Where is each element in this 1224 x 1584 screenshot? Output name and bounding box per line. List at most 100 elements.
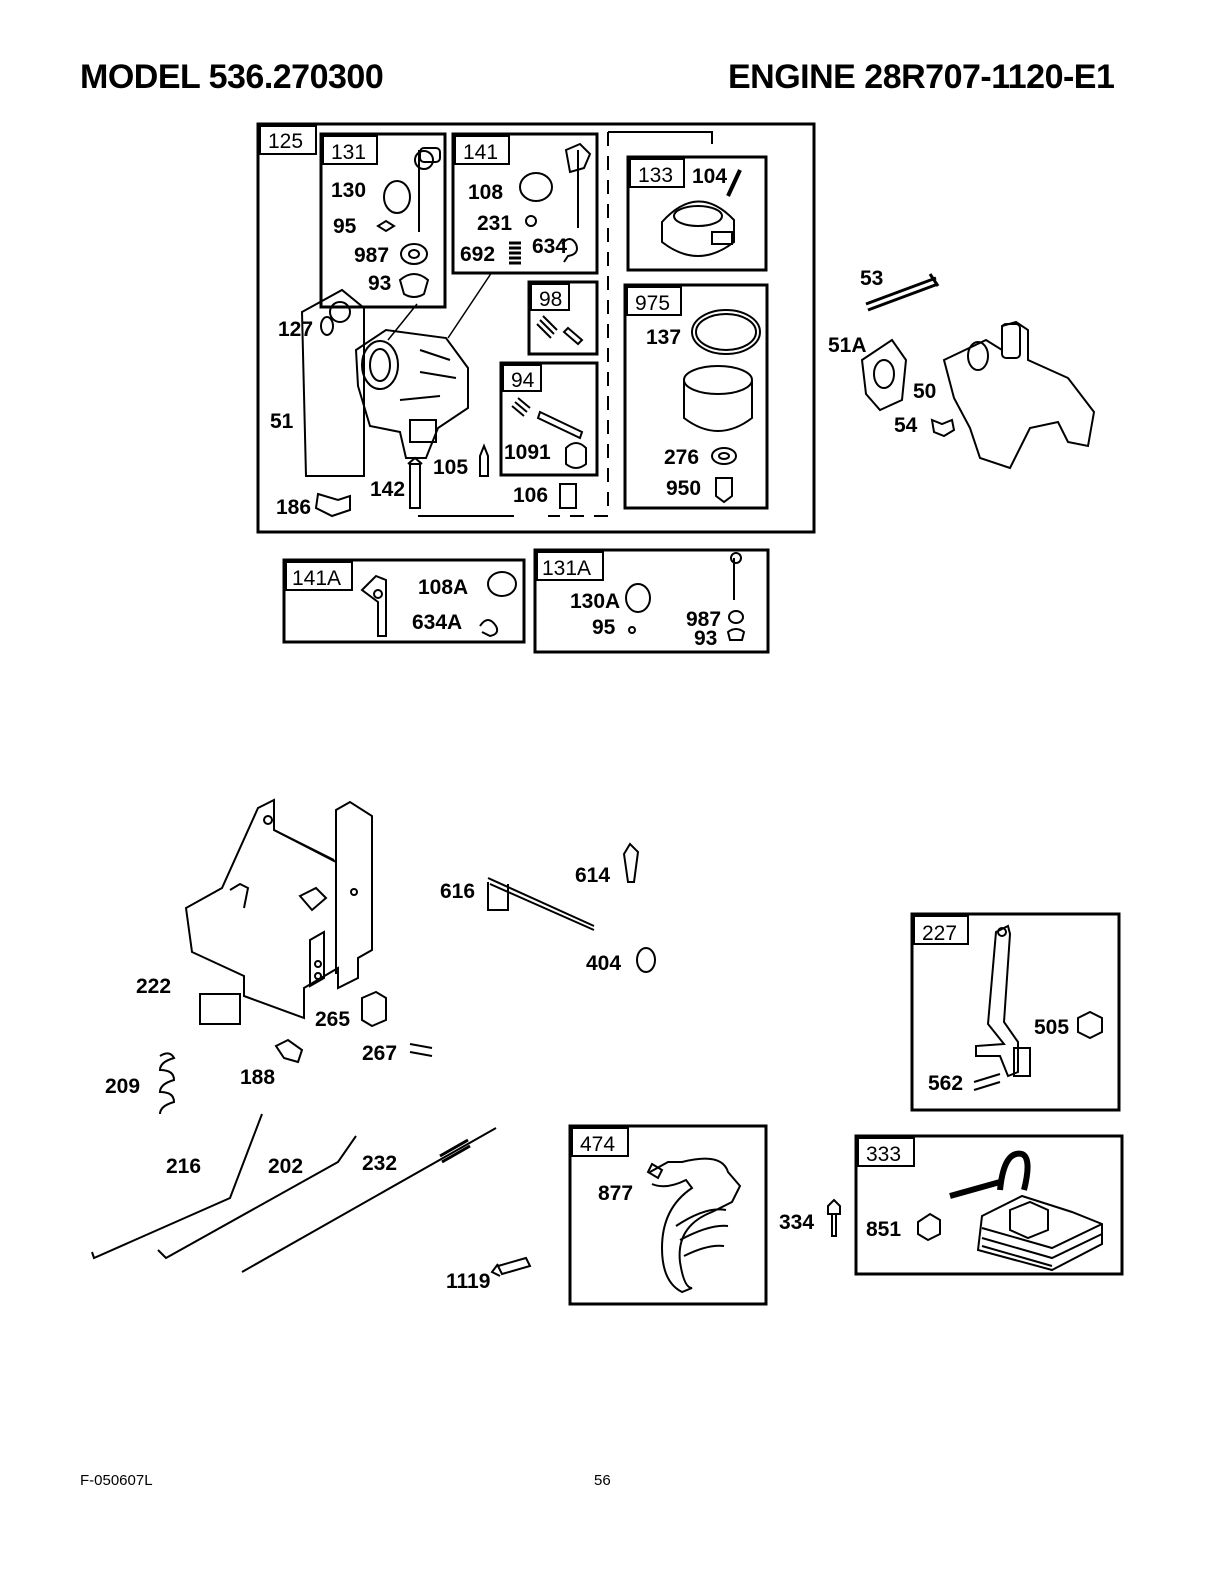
clip-icon xyxy=(479,619,499,638)
throttle-plate-icon xyxy=(383,180,411,214)
box-133 xyxy=(626,155,768,272)
part-634-label: 634 xyxy=(532,235,567,258)
part-51A-label: 51A xyxy=(828,334,867,357)
leader-line xyxy=(447,271,493,339)
part-104-label: 104 xyxy=(692,165,727,188)
screw-icon xyxy=(827,1198,841,1237)
box-125-tab xyxy=(259,125,317,155)
clip-icon xyxy=(561,238,578,263)
throttle-plate-icon xyxy=(625,583,651,613)
part-93b-label: 93 xyxy=(694,627,717,650)
seal-icon xyxy=(728,610,744,624)
part-222-label: 222 xyxy=(136,975,171,998)
part-276-label: 276 xyxy=(664,446,699,469)
part-54-label: 54 xyxy=(894,414,918,437)
box-227 xyxy=(910,912,1121,1112)
box-975-label: 975 xyxy=(635,292,670,315)
nut-icon xyxy=(1077,1010,1103,1040)
part-95b-label: 95 xyxy=(592,616,616,639)
box-975-tab xyxy=(626,286,682,316)
part-232-label: 232 xyxy=(362,1152,397,1175)
governor-rod-icon xyxy=(91,1113,263,1260)
part-987b-label: 987 xyxy=(686,608,721,631)
screw-icon xyxy=(376,219,396,233)
part-334-label: 334 xyxy=(779,1211,814,1234)
washer-icon xyxy=(711,447,737,465)
pin-icon xyxy=(726,169,742,197)
bolt-icon xyxy=(973,1073,1001,1091)
choke-shaft-icon xyxy=(360,574,387,637)
part-505-label: 505 xyxy=(1034,1016,1069,1039)
bushing-icon xyxy=(559,483,577,509)
part-877-label: 877 xyxy=(598,1182,633,1205)
part-53-label: 53 xyxy=(860,267,883,290)
box-333-tab xyxy=(857,1137,915,1167)
float-icon xyxy=(661,200,735,257)
box-141A-tab xyxy=(285,561,353,591)
screw-icon xyxy=(490,1256,532,1277)
o-ring-icon xyxy=(320,316,334,336)
gasket-hole-icon xyxy=(329,301,351,323)
part-1119-label: 1119 xyxy=(446,1270,490,1293)
box-131A xyxy=(533,548,770,654)
manifold-gasket-icon xyxy=(860,338,908,412)
ignition-armature-icon xyxy=(646,1157,742,1294)
needle-icon xyxy=(536,410,584,440)
box-131 xyxy=(319,132,447,309)
cable-icon xyxy=(241,1127,497,1273)
spring-icon xyxy=(509,241,521,265)
part-186-label: 186 xyxy=(276,496,311,519)
throttle-shaft-icon xyxy=(414,147,441,232)
box-975 xyxy=(623,283,769,510)
part-614-label: 614 xyxy=(575,864,610,887)
seal-icon xyxy=(400,243,428,265)
part-950-label: 950 xyxy=(666,477,701,500)
spring-icon xyxy=(536,315,558,339)
part-108-label: 108 xyxy=(468,181,503,204)
valve-icon xyxy=(565,442,587,469)
part-216-label: 216 xyxy=(166,1155,201,1178)
bracket-tab-icon xyxy=(487,882,509,911)
box-133-tab xyxy=(629,158,685,188)
part-1091-label: 1091 xyxy=(504,441,551,464)
box-125-label: 125 xyxy=(268,130,303,153)
bolt-icon xyxy=(930,418,956,438)
box-133-label: 133 xyxy=(638,164,673,187)
ignition-coil-icon xyxy=(949,1150,1103,1272)
choke-shaft-icon xyxy=(564,142,592,228)
part-130-label: 130 xyxy=(331,179,366,202)
part-127-label: 127 xyxy=(278,318,313,341)
bushing-icon xyxy=(726,628,746,641)
part-851-label: 851 xyxy=(866,1218,901,1241)
clip-icon xyxy=(917,1212,941,1242)
choke-plate-icon xyxy=(519,172,553,202)
tube-icon xyxy=(407,456,423,509)
clip-icon xyxy=(361,990,387,1028)
engine-title: ENGINE 28R707-1120-E1 xyxy=(728,58,1115,96)
page-number: 56 xyxy=(594,1472,611,1489)
hairpin-icon xyxy=(622,842,640,883)
washer-icon xyxy=(636,947,656,973)
fitting-icon xyxy=(314,492,351,518)
part-616-label: 616 xyxy=(440,880,475,903)
box-141 xyxy=(451,132,599,275)
box-98 xyxy=(527,280,599,356)
box-333-label: 333 xyxy=(866,1143,901,1166)
box-131A-label: 131A xyxy=(542,557,591,580)
box-125 xyxy=(256,122,816,534)
part-202-label: 202 xyxy=(268,1155,303,1178)
part-106-label: 106 xyxy=(513,484,548,507)
spring-icon xyxy=(158,1052,176,1115)
box-141A xyxy=(282,558,526,644)
float-bowl-icon xyxy=(683,365,753,432)
part-267-label: 267 xyxy=(362,1042,397,1065)
part-93-label: 93 xyxy=(368,272,391,295)
screw-icon xyxy=(409,1043,433,1057)
part-692-label: 692 xyxy=(460,243,495,266)
bushing-icon xyxy=(398,273,430,298)
box-141A-label: 141A xyxy=(292,567,341,590)
part-188-label: 188 xyxy=(240,1066,275,1089)
model-title: MODEL 536.270300 xyxy=(80,58,384,96)
box-131A-tab xyxy=(536,551,604,581)
